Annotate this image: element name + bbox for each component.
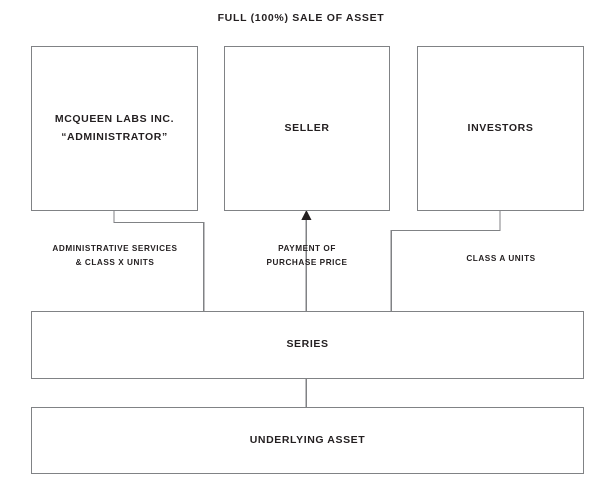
edge-label-class-a-units: CLASS A UNITS (466, 254, 536, 263)
node-seller-label: SELLER (284, 121, 330, 134)
node-series[interactable]: SERIES (31, 311, 584, 379)
edge-label-payment-of-purchase-price: PAYMENT OF PURCHASE PRICE (266, 244, 348, 268)
node-series-label: SERIES (286, 338, 329, 351)
arrowhead-up-icon (301, 210, 312, 220)
diagram-title: FULL (100%) SALE OF ASSET (217, 12, 385, 24)
node-underlying-asset-label: UNDERLYING ASSET (249, 433, 366, 446)
node-administrator[interactable]: MCQUEEN LABS INC. “ADMINISTRATOR” (31, 46, 198, 211)
node-investors[interactable]: INVESTORS (417, 46, 584, 211)
node-seller[interactable]: SELLER (224, 46, 390, 211)
edge-label-administrative-services: ADMINISTRATIVE SERVICES & CLASS X UNITS (52, 244, 178, 268)
node-administrator-label: MCQUEEN LABS INC. “ADMINISTRATOR” (54, 113, 175, 143)
connector-administrator-to-series (113, 211, 205, 311)
connector-investors-to-series (390, 211, 501, 311)
node-investors-label: INVESTORS (467, 121, 534, 134)
node-underlying-asset[interactable]: UNDERLYING ASSET (31, 407, 584, 474)
